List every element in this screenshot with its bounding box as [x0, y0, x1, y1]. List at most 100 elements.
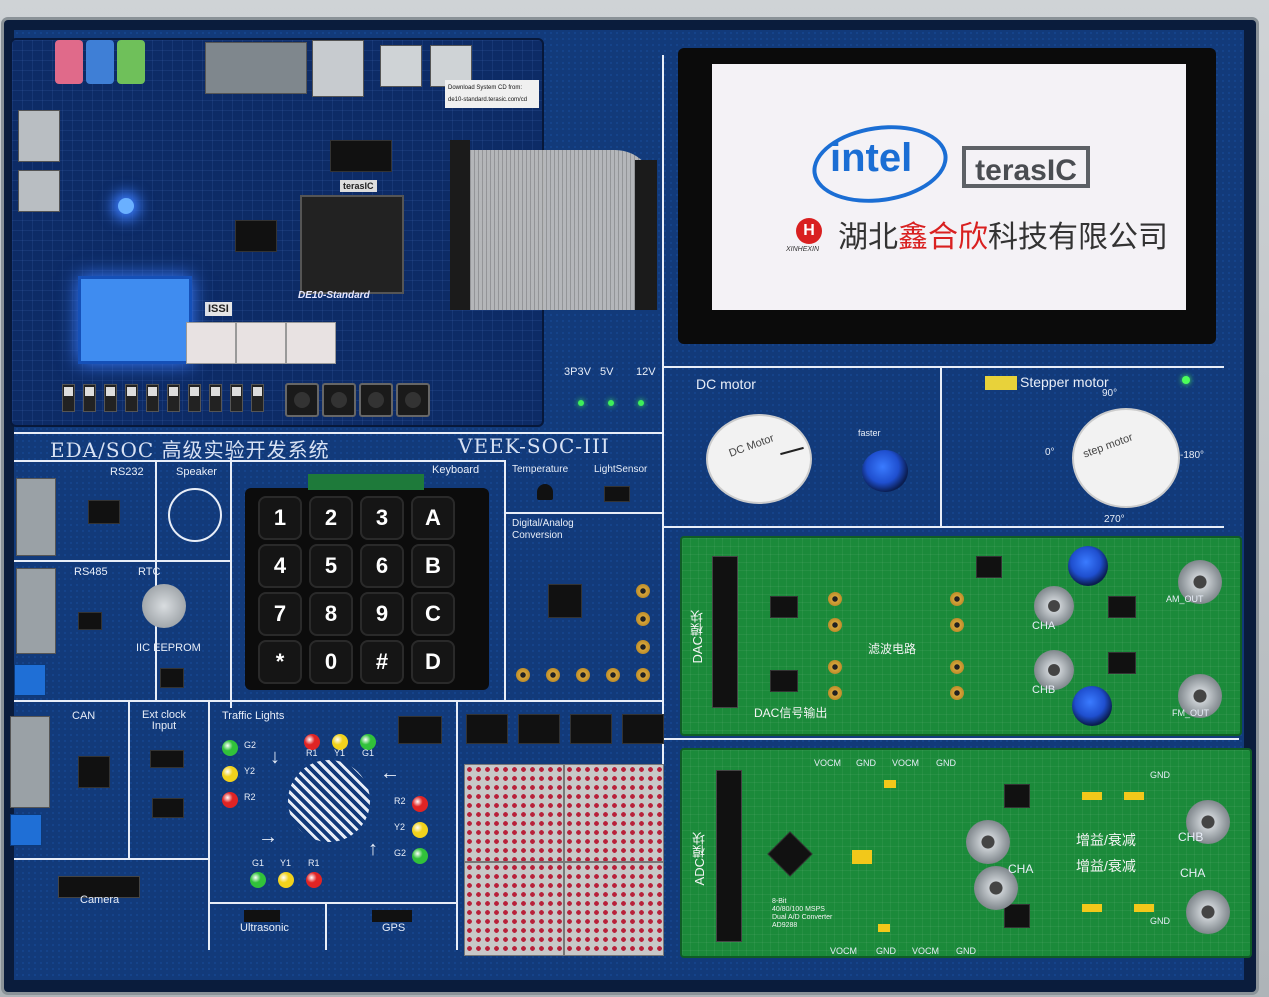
terminal-block[interactable]: [10, 814, 42, 846]
sma-connector[interactable]: [950, 660, 964, 674]
keypad-key[interactable]: 0: [309, 640, 353, 684]
audio-jack-icon[interactable]: [55, 40, 83, 84]
slide-switch[interactable]: [104, 384, 117, 412]
side-connector[interactable]: [18, 170, 60, 212]
download-note-line1: Download System CD from:: [448, 85, 523, 91]
keypad-key[interactable]: *: [258, 640, 302, 684]
bnc-connector[interactable]: [1186, 890, 1230, 934]
touch-display-screen[interactable]: [712, 64, 1186, 310]
keypad-key[interactable]: B: [411, 544, 455, 588]
sma-connector[interactable]: [636, 640, 650, 654]
sma-connector[interactable]: [828, 592, 842, 606]
sma-connector[interactable]: [950, 592, 964, 606]
slide-switch[interactable]: [230, 384, 243, 412]
sma-connector[interactable]: [606, 668, 620, 682]
usb-port[interactable]: [380, 45, 422, 87]
keypad-key[interactable]: 2: [309, 496, 353, 540]
keypad-key[interactable]: 6: [360, 544, 404, 588]
audio-jack-icon[interactable]: [117, 40, 145, 84]
jumper[interactable]: [1082, 792, 1102, 800]
arrow-icon: ↓: [270, 746, 280, 768]
audio-jack-icon[interactable]: [86, 40, 114, 84]
sma-connector[interactable]: [950, 686, 964, 700]
push-button[interactable]: [285, 383, 319, 417]
gnd-label: GND: [1150, 770, 1170, 780]
divider: [940, 366, 942, 526]
crossroad-center: [288, 760, 370, 842]
camera-connector[interactable]: [58, 876, 140, 898]
side-connector[interactable]: [18, 110, 60, 162]
sma-connector[interactable]: [828, 686, 842, 700]
keypad-key[interactable]: 1: [258, 496, 302, 540]
slide-switch[interactable]: [167, 384, 180, 412]
speed-knob[interactable]: [862, 450, 908, 492]
arrow-icon: ↑: [368, 838, 378, 860]
jumper[interactable]: [1124, 792, 1144, 800]
keypad-key[interactable]: #: [360, 640, 404, 684]
slide-switch[interactable]: [125, 384, 138, 412]
divider: [128, 700, 130, 860]
rs232-port[interactable]: [16, 478, 56, 556]
jumper[interactable]: [852, 850, 872, 864]
arrow-icon: ←: [380, 762, 400, 784]
bnc-connector[interactable]: [1186, 800, 1230, 844]
keypad-key[interactable]: D: [411, 640, 455, 684]
slide-switch[interactable]: [62, 384, 75, 412]
traffic-led-label: R1: [308, 858, 320, 868]
sma-connector[interactable]: [576, 668, 590, 682]
stepper-motor-disk[interactable]: [1072, 408, 1180, 508]
gps-connector[interactable]: [372, 910, 412, 922]
iic-eeprom-label: IIC EEPROM: [136, 642, 201, 654]
vga-port[interactable]: [205, 42, 307, 94]
ethernet-port[interactable]: [312, 40, 364, 97]
keypad-key[interactable]: 7: [258, 592, 302, 636]
sma-connector[interactable]: [636, 584, 650, 598]
bnc-connector[interactable]: [966, 820, 1010, 864]
keypad-key[interactable]: 3: [360, 496, 404, 540]
can-port[interactable]: [10, 716, 50, 808]
led-matrix: [564, 862, 664, 956]
keypad-key[interactable]: 5: [309, 544, 353, 588]
terminal-block[interactable]: [14, 664, 46, 696]
sma-connector[interactable]: [950, 618, 964, 632]
ext-clock-line2: Input: [151, 720, 177, 732]
slide-switch[interactable]: [251, 384, 264, 412]
led-matrix: [464, 764, 564, 862]
slide-switch[interactable]: [83, 384, 96, 412]
ultrasonic-connector[interactable]: [244, 910, 280, 922]
jumper[interactable]: [1082, 904, 1102, 912]
keypad-key[interactable]: 4: [258, 544, 302, 588]
slide-switch[interactable]: [188, 384, 201, 412]
keypad-key[interactable]: A: [411, 496, 455, 540]
sma-connector[interactable]: [636, 612, 650, 626]
traffic-led-label: Y1: [280, 858, 292, 868]
sma-connector[interactable]: [516, 668, 530, 682]
divider: [664, 526, 1224, 528]
push-button[interactable]: [359, 383, 393, 417]
sma-connector[interactable]: [546, 668, 560, 682]
push-button[interactable]: [322, 383, 356, 417]
bnc-connector[interactable]: [1178, 560, 1222, 604]
slide-switch[interactable]: [209, 384, 222, 412]
keypad-key[interactable]: C: [411, 592, 455, 636]
bnc-connector[interactable]: [1034, 650, 1074, 690]
rs485-port[interactable]: [16, 568, 56, 654]
jumper[interactable]: [884, 780, 896, 788]
jumper[interactable]: [878, 924, 890, 932]
am-knob[interactable]: [1068, 546, 1108, 586]
bnc-connector[interactable]: [1178, 674, 1222, 718]
sma-connector[interactable]: [828, 618, 842, 632]
clock-connector[interactable]: [150, 750, 184, 768]
keypad-key[interactable]: 8: [309, 592, 353, 636]
sma-connector[interactable]: [636, 668, 650, 682]
dc-motor-disk[interactable]: [706, 414, 812, 504]
sma-connector[interactable]: [828, 660, 842, 674]
seven-segment-display: [286, 322, 336, 364]
fm-knob[interactable]: [1072, 686, 1112, 726]
bnc-connector[interactable]: [974, 866, 1018, 910]
bnc-connector[interactable]: [1034, 586, 1074, 626]
slide-switch[interactable]: [146, 384, 159, 412]
keypad-key[interactable]: 9: [360, 592, 404, 636]
push-button[interactable]: [396, 383, 430, 417]
jumper[interactable]: [1134, 904, 1154, 912]
